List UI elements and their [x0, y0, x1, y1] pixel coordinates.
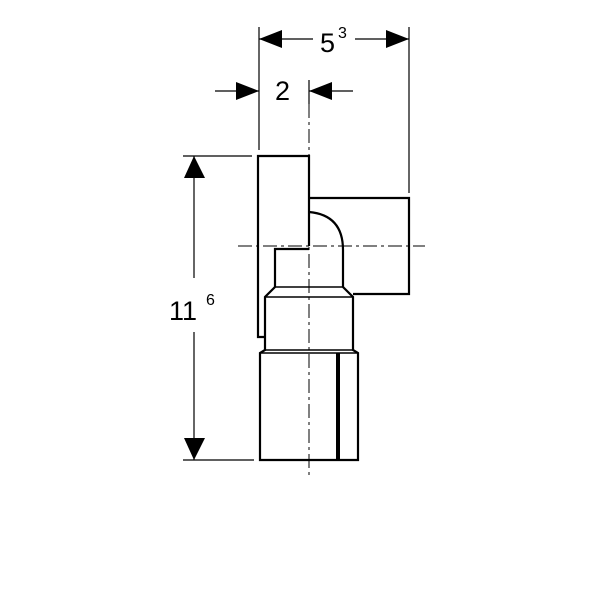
center-lines — [238, 104, 425, 476]
inlet-stub — [273, 247, 309, 287]
dimension-width: 5 3 — [259, 25, 409, 58]
mounting-plate — [256, 154, 311, 339]
arrow-up-icon — [184, 156, 205, 178]
plate-depth-value: 2 — [275, 76, 290, 106]
connector-body — [258, 286, 360, 462]
extension-lines — [183, 27, 410, 461]
dimension-height: 11 6 — [169, 156, 215, 460]
width-value: 5 — [320, 28, 335, 58]
arrow-left-icon — [309, 82, 332, 100]
elbow-outlet — [309, 196, 411, 296]
arrow-right-icon — [386, 30, 409, 48]
fitting-body — [256, 154, 411, 462]
arrow-right-icon — [236, 82, 259, 100]
height-superscript: 6 — [206, 292, 215, 309]
elbow-bend — [308, 210, 345, 287]
height-value: 11 — [169, 296, 197, 326]
width-superscript: 3 — [338, 25, 347, 42]
arrow-left-icon — [259, 30, 282, 48]
arrow-down-icon — [184, 438, 205, 460]
dimension-plate-depth: 2 — [215, 76, 353, 106]
